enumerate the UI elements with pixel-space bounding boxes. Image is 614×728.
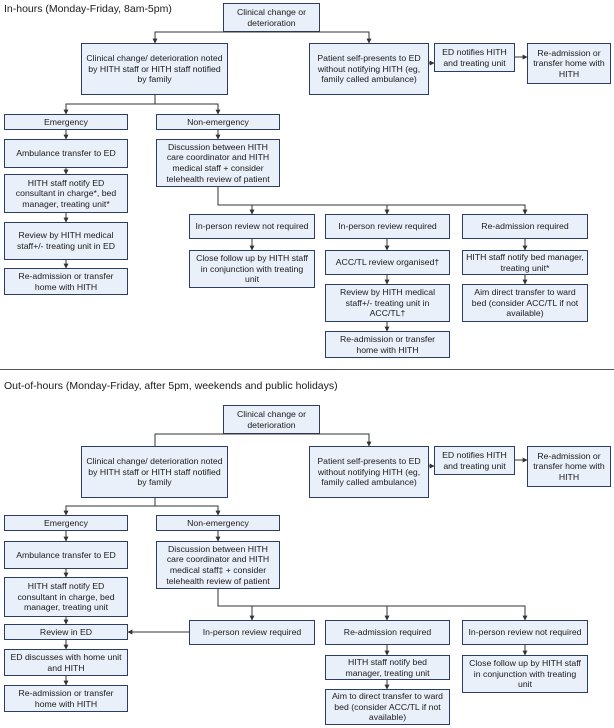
in-col3-step1-box: HITH staff notify bed manager, treating … bbox=[462, 250, 588, 275]
out-start-box: Clinical change or deterioration bbox=[223, 405, 320, 434]
out-noted-box: Clinical change/ deterioration noted by … bbox=[81, 446, 228, 498]
out-col3-head-box: In-person review not required bbox=[462, 620, 588, 645]
in-self-presents-box: Patient self-presents to ED without noti… bbox=[309, 43, 429, 95]
in-readmit-top-box: Re-admission or transfer home with HITH bbox=[527, 43, 611, 84]
in-col3-step2-box: Aim direct transfer to ward bed (conside… bbox=[462, 284, 588, 322]
in-col2-step2-box: Review by HITH medical staff+/- treating… bbox=[325, 284, 450, 322]
in-discussion-box: Discussion between HITH care coordinator… bbox=[156, 139, 280, 187]
out-col1-head-box: In-person review required bbox=[189, 620, 315, 645]
in-col3-head-box: Re-admission required bbox=[462, 214, 588, 239]
out-readmit-top-box: Re-admission or transfer home with HITH bbox=[527, 446, 611, 487]
in-ed-notifies-box: ED notifies HITH and treating unit bbox=[434, 43, 515, 72]
out-notify-ed-box: HITH staff notify ED consultant in charg… bbox=[4, 577, 128, 617]
in-col1-step1-box: Close follow up by HITH staff in conjunc… bbox=[189, 250, 315, 288]
in-col2-step3-box: Re-admission or transfer home with HITH bbox=[325, 331, 450, 358]
out-of-hours-heading: Out-of-hours (Monday-Friday, after 5pm, … bbox=[4, 380, 338, 392]
out-self-presents-box: Patient self-presents to ED without noti… bbox=[309, 446, 429, 498]
section-divider bbox=[0, 369, 614, 370]
in-readmit-left-box: Re-admission or transfer home with HITH bbox=[4, 268, 128, 295]
in-hours-heading: In-hours (Monday-Friday, 8am-5pm) bbox=[4, 3, 172, 15]
in-ambulance-box: Ambulance transfer to ED bbox=[4, 139, 128, 168]
out-ed-notifies-box: ED notifies HITH and treating unit bbox=[434, 446, 515, 475]
in-review-ed-box: Review by HITH medical staff+/- treating… bbox=[4, 222, 128, 260]
in-noted-box: Clinical change/ deterioration noted by … bbox=[81, 43, 228, 95]
out-discussion-box: Discussion between HITH care coordinator… bbox=[156, 541, 280, 589]
out-col2-step1-box: HITH staff notify bed manager, treating … bbox=[325, 655, 450, 680]
